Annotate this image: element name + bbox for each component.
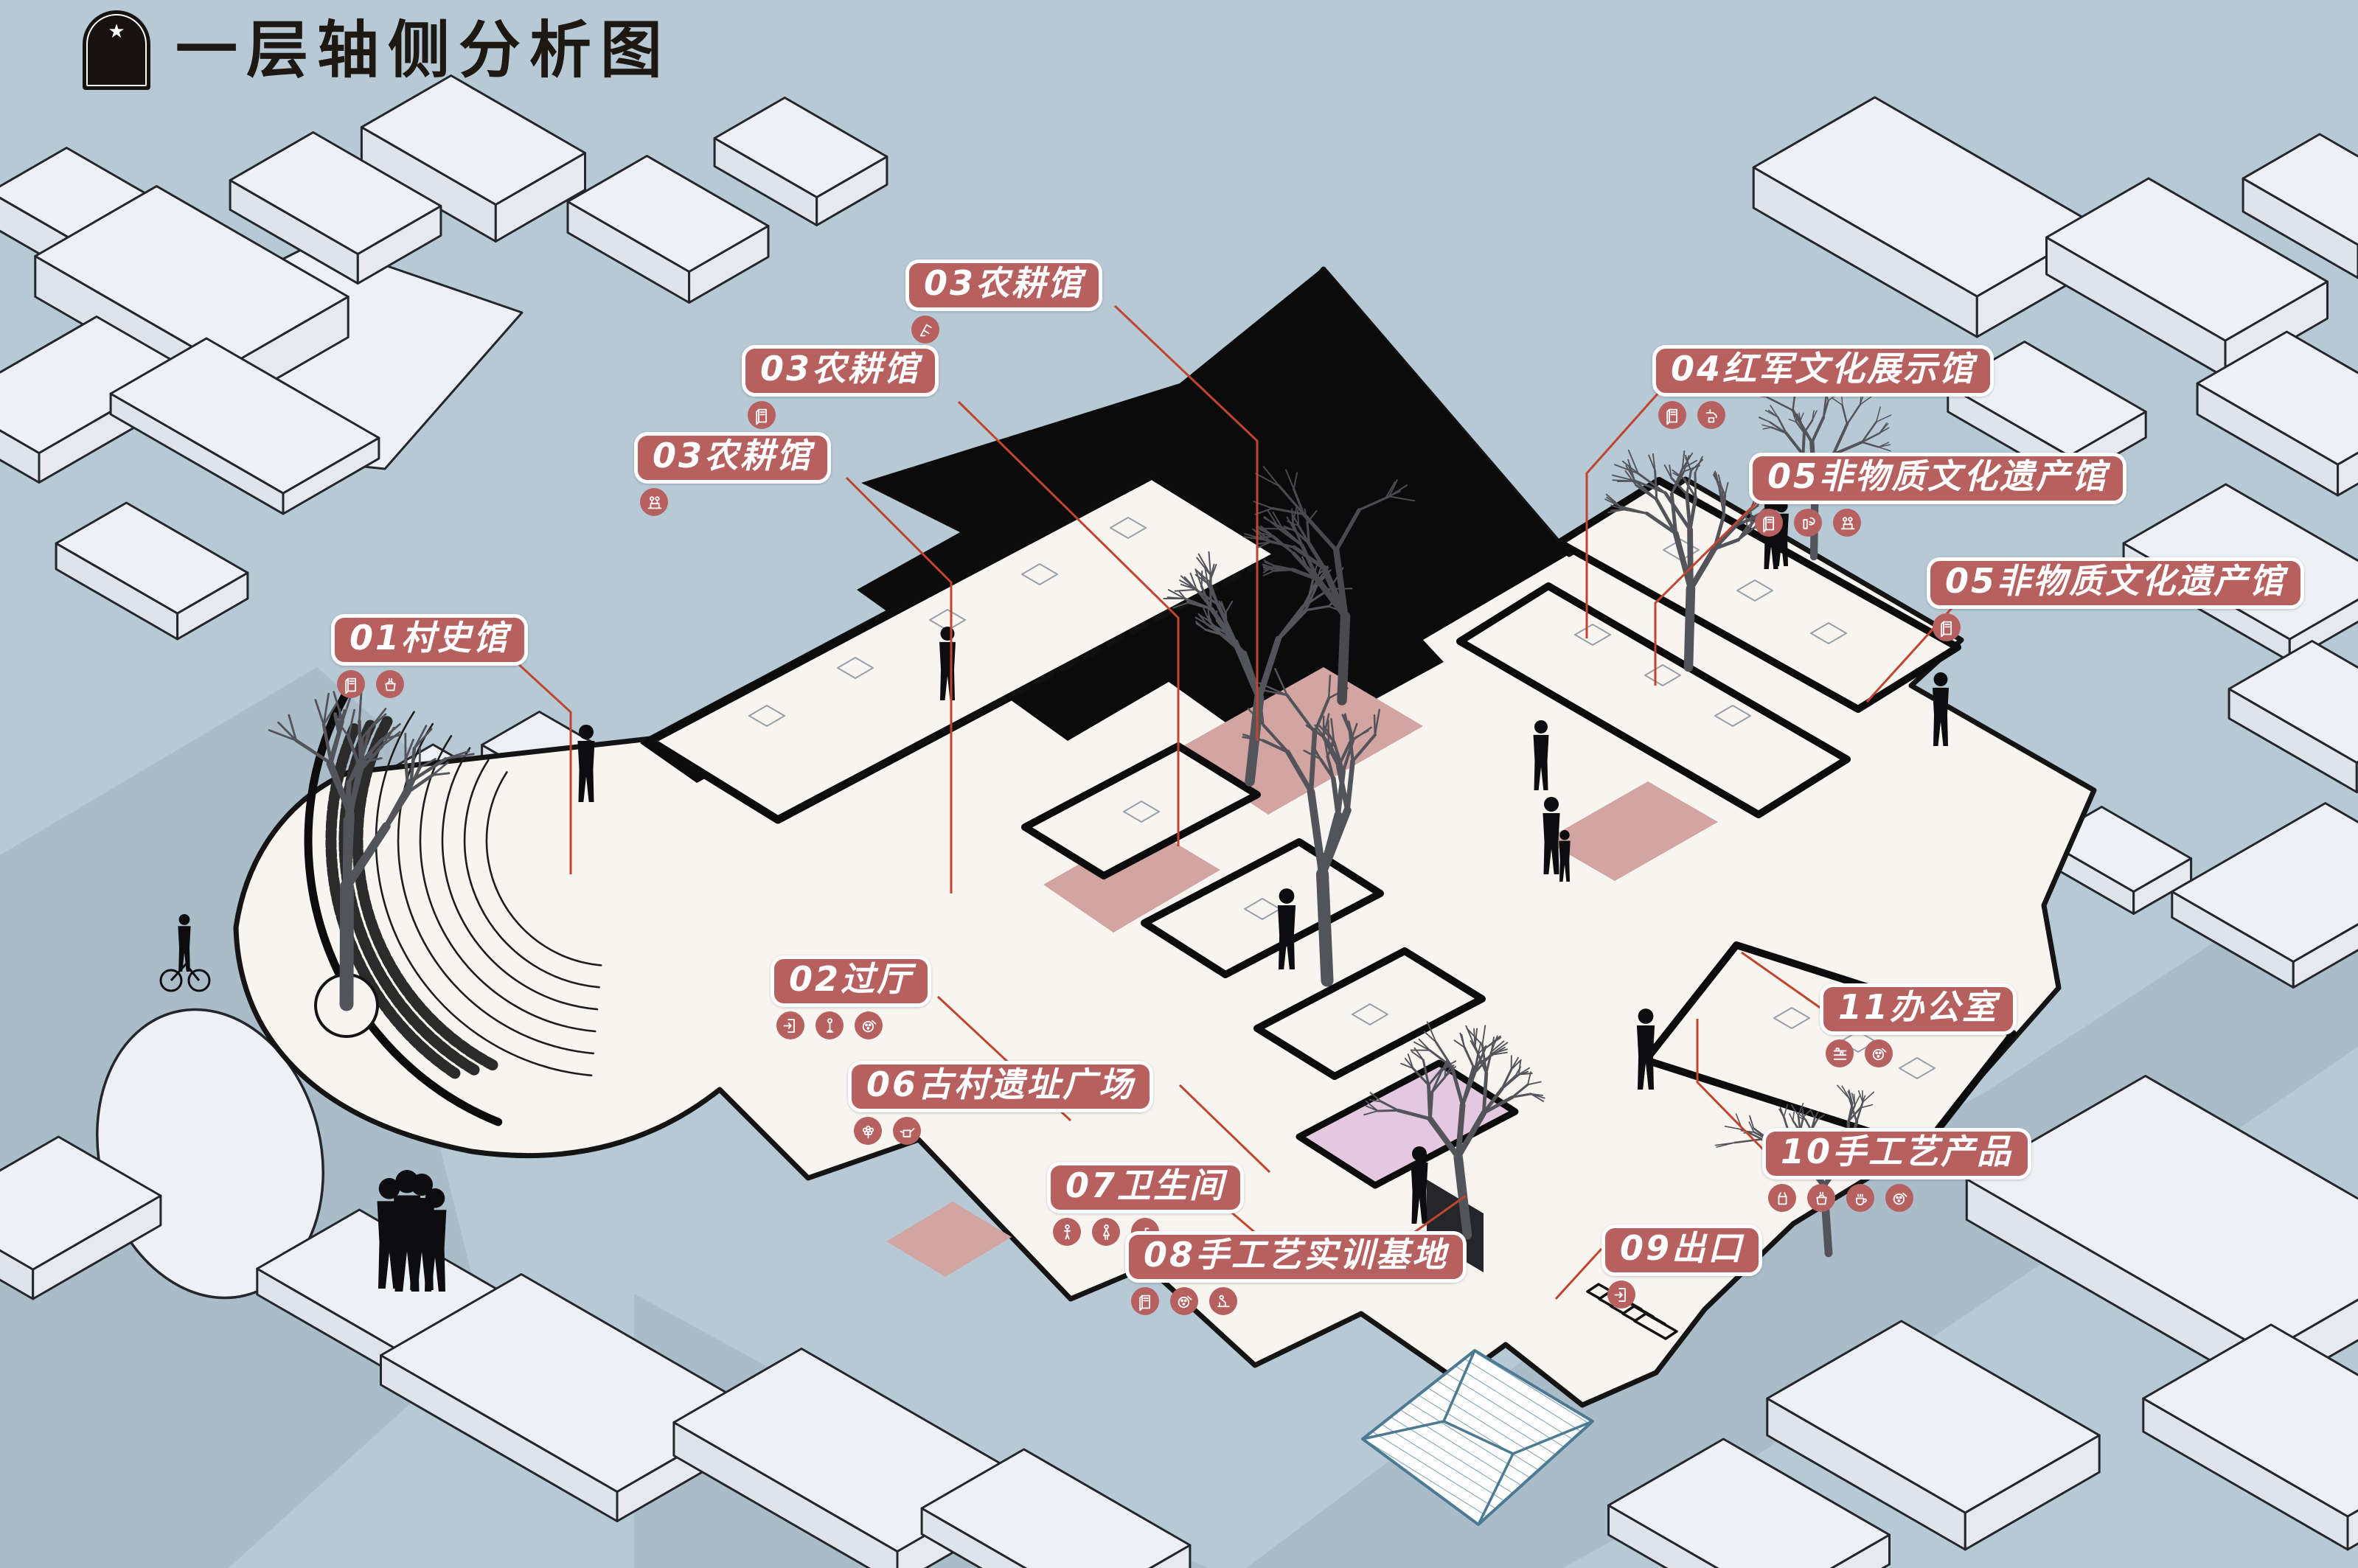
area-icons-05b <box>1933 613 1961 641</box>
area-label-text: 05非物质文化遗产馆 <box>1945 561 2286 601</box>
woman-icon <box>1092 1218 1120 1246</box>
gift-icon <box>1768 1184 1796 1212</box>
area-label-03c: 03农耕馆 <box>634 432 832 484</box>
pot-icon <box>1807 1184 1835 1212</box>
arch-door-icon: ★ <box>83 10 150 90</box>
leader-line-01 <box>515 661 572 874</box>
area-label-11: 11办公室 <box>1820 983 2017 1035</box>
area-label-10: 10手工艺产品 <box>1762 1128 2032 1180</box>
book-icon <box>1755 509 1783 537</box>
trees <box>268 363 1892 1258</box>
leader-line-09 <box>1554 1247 1603 1300</box>
arch-door-inner-outline <box>86 14 147 86</box>
area-label-05a: 05非物质文化遗产馆 <box>1749 453 2127 504</box>
lamp-icon <box>815 1011 844 1039</box>
flower-icon <box>854 1117 882 1145</box>
pot-icon <box>376 670 404 698</box>
palette-icon <box>855 1011 883 1039</box>
exit-icon <box>776 1011 804 1039</box>
book-icon <box>748 401 776 429</box>
bench-icon <box>1209 1287 1237 1315</box>
area-icons-02 <box>776 1011 883 1039</box>
blue-hatched-roof <box>1361 1349 1594 1526</box>
palette-icon <box>1170 1287 1198 1315</box>
area-label-01: 01村史馆 <box>331 614 529 666</box>
leader-line-03b <box>957 400 1180 846</box>
area-label-text: 11办公室 <box>1838 987 1999 1027</box>
area-label-08: 08手工艺实训基地 <box>1125 1231 1467 1283</box>
furniture-marks <box>748 517 1936 1079</box>
area-label-03a: 03农耕馆 <box>905 259 1103 311</box>
area-icons-03a <box>911 316 939 344</box>
area-icons-10 <box>1768 1184 1913 1212</box>
leader-line-10 <box>1696 1019 1765 1151</box>
area-label-text: 03农耕馆 <box>760 349 921 388</box>
area-label-02: 02过厅 <box>771 955 932 1007</box>
area-label-05b: 05非物质文化遗产馆 <box>1927 557 2305 609</box>
leader-line-04 <box>1585 391 1660 638</box>
area-label-03b: 03农耕馆 <box>742 345 939 397</box>
area-icons-08 <box>1131 1287 1237 1315</box>
teacup-icon <box>1846 1184 1874 1212</box>
area-label-text: 03农耕馆 <box>653 436 813 475</box>
area-label-text: 08手工艺实训基地 <box>1144 1235 1449 1275</box>
area-label-text: 07卫生间 <box>1065 1165 1226 1205</box>
area-icons-03c <box>640 488 668 516</box>
area-label-text: 02过厅 <box>789 959 914 999</box>
area-icons-01 <box>337 670 404 698</box>
plow-icon <box>911 316 939 344</box>
area-icons-11 <box>1826 1039 1893 1067</box>
area-label-text: 09出口 <box>1620 1228 1745 1268</box>
area-icons-09 <box>1607 1280 1635 1309</box>
area-label-06: 06古村遗址广场 <box>848 1061 1154 1112</box>
leader-line-03a <box>1113 304 1259 741</box>
palette-icon <box>1885 1184 1913 1212</box>
title-block: ★ 一层轴侧分析图 <box>83 10 671 90</box>
area-label-07: 07卫生间 <box>1047 1162 1245 1213</box>
page-title: 一层轴侧分析图 <box>175 13 672 86</box>
book-icon <box>1658 401 1686 429</box>
craft-icon <box>1794 509 1822 537</box>
cyclist-silhouette <box>159 914 211 992</box>
office-shelf-icon <box>1826 1039 1854 1067</box>
area-icons-03b <box>748 401 776 429</box>
man-icon <box>1053 1218 1081 1246</box>
leader-line-05a <box>1654 501 1758 686</box>
people-desk-icon <box>1833 509 1861 537</box>
area-label-text: 05非物质文化遗产馆 <box>1767 456 2109 496</box>
area-icons-05a <box>1755 509 1861 537</box>
book-icon <box>337 670 365 698</box>
area-label-text: 01村史馆 <box>349 618 510 658</box>
people-desk-icon <box>640 488 668 516</box>
palette-icon <box>1865 1039 1893 1067</box>
watering-icon <box>893 1117 921 1145</box>
area-label-09: 09出口 <box>1601 1224 1763 1276</box>
exit-icon <box>1607 1280 1635 1309</box>
area-label-text: 10手工艺产品 <box>1781 1132 2014 1171</box>
area-label-text: 04红军文化展示馆 <box>1671 349 1976 388</box>
leader-line-11 <box>1741 951 1822 1010</box>
area-label-04: 04红军文化展示馆 <box>1652 345 1994 397</box>
leader-line-03c <box>845 476 953 893</box>
faucet-icon <box>1697 401 1725 429</box>
area-label-text: 03农耕馆 <box>924 263 1085 303</box>
area-icons-04 <box>1658 401 1725 429</box>
book-icon <box>1933 613 1961 641</box>
leader-line-06 <box>1178 1084 1271 1174</box>
book-icon <box>1131 1287 1159 1315</box>
star-icon: ★ <box>108 21 125 43</box>
area-icons-06 <box>854 1117 921 1145</box>
leader-lines <box>515 304 1954 1300</box>
area-label-text: 06古村遗址广场 <box>866 1065 1135 1104</box>
